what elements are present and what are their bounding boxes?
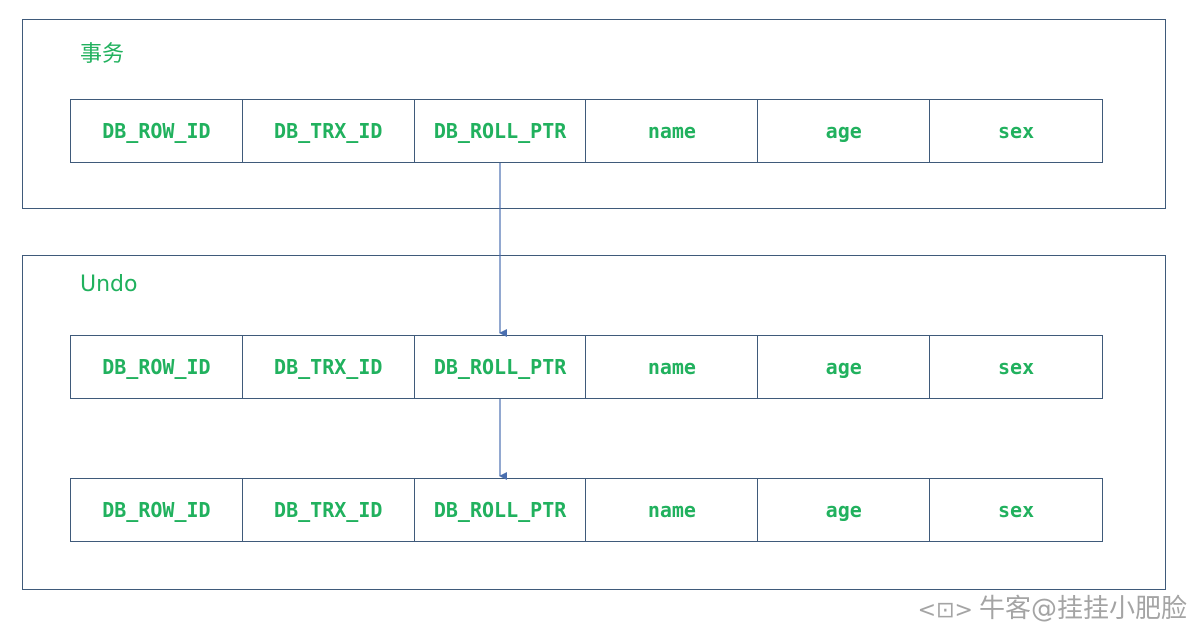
cell-name: name	[586, 336, 759, 398]
watermark: <⊡>牛客@挂挂小肥脸	[918, 588, 1187, 625]
cell-db-row-id: DB_ROW_ID	[71, 100, 243, 162]
cell-name: name	[586, 479, 759, 541]
cell-db-trx-id: DB_TRX_ID	[243, 336, 415, 398]
transaction-box: 事务	[22, 19, 1166, 209]
cell-db-roll-ptr: DB_ROLL_PTR	[415, 100, 587, 162]
cell-db-row-id: DB_ROW_ID	[71, 479, 243, 541]
cell-age: age	[758, 336, 931, 398]
cell-sex: sex	[997, 498, 1035, 522]
nowcoder-logo-icon: <⊡>	[917, 598, 973, 623]
cell-db-roll-ptr: DB_ROLL_PTR	[415, 479, 587, 541]
undo-record-row-1: DB_ROW_ID DB_TRX_ID DB_ROLL_PTR name age…	[70, 335, 1103, 399]
transaction-box-title: 事务	[80, 42, 125, 67]
cell-sex: sex	[997, 119, 1035, 143]
cell-sex: sex	[997, 355, 1035, 379]
undo-box: Undo	[22, 255, 1166, 590]
cell-db-trx-id: DB_TRX_ID	[243, 100, 415, 162]
cell-db-row-id: DB_ROW_ID	[71, 336, 243, 398]
cell-age: age	[758, 100, 931, 162]
watermark-text: 牛客@挂挂小肥脸	[978, 594, 1187, 624]
cell-db-trx-id: DB_TRX_ID	[243, 479, 415, 541]
cell-age: age	[758, 479, 931, 541]
cell-name: name	[586, 100, 759, 162]
undo-record-row-2: DB_ROW_ID DB_TRX_ID DB_ROLL_PTR name age…	[70, 478, 1103, 542]
cell-db-roll-ptr: DB_ROLL_PTR	[415, 336, 587, 398]
transaction-record-row: DB_ROW_ID DB_TRX_ID DB_ROLL_PTR name age…	[70, 99, 1103, 163]
undo-box-title: Undo	[80, 272, 138, 297]
